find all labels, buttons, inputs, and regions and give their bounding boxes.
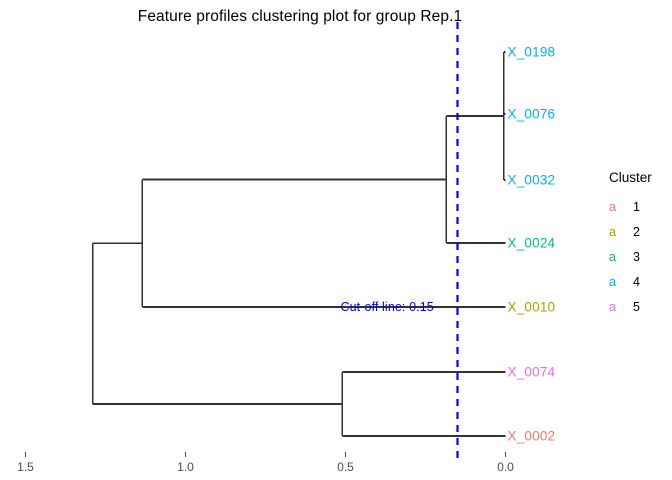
legend-item-label: 4 xyxy=(633,274,640,289)
legend-item-label: 5 xyxy=(633,299,640,314)
legend-item-label: 1 xyxy=(633,199,640,214)
leaf-label-x_0010: X_0010 xyxy=(507,299,556,315)
legend-item-label: 2 xyxy=(633,224,640,239)
legend-key-glyph: a xyxy=(608,249,617,264)
page-title: Feature profiles clustering plot for gro… xyxy=(137,8,463,25)
x-tick-label: 1.0 xyxy=(177,460,194,474)
leaf-label-x_0074: X_0074 xyxy=(507,364,556,380)
legend-key-glyph: a xyxy=(608,224,617,239)
legend-title: Cluster xyxy=(609,170,652,185)
leaf-label-x_0198: X_0198 xyxy=(507,44,556,60)
legend-key-glyph: a xyxy=(608,299,617,314)
leaf-label-x_0002: X_0002 xyxy=(507,428,556,444)
legend-item-label: 3 xyxy=(633,249,640,264)
dendrogram-branches xyxy=(91,51,506,437)
leaf-label-x_0076: X_0076 xyxy=(507,106,556,122)
x-axis xyxy=(24,452,507,457)
leaf-label-x_0032: X_0032 xyxy=(507,172,556,188)
x-tick-label: 0.5 xyxy=(337,460,354,474)
legend-key-glyph: a xyxy=(608,274,617,289)
legend-key-glyph: a xyxy=(608,199,617,214)
cutoff-label: Cut-off line: 0.15 xyxy=(340,300,434,314)
x-tick-label: 0.0 xyxy=(497,460,514,474)
x-tick-label: 1.5 xyxy=(17,460,34,474)
leaf-label-x_0024: X_0024 xyxy=(507,235,556,251)
